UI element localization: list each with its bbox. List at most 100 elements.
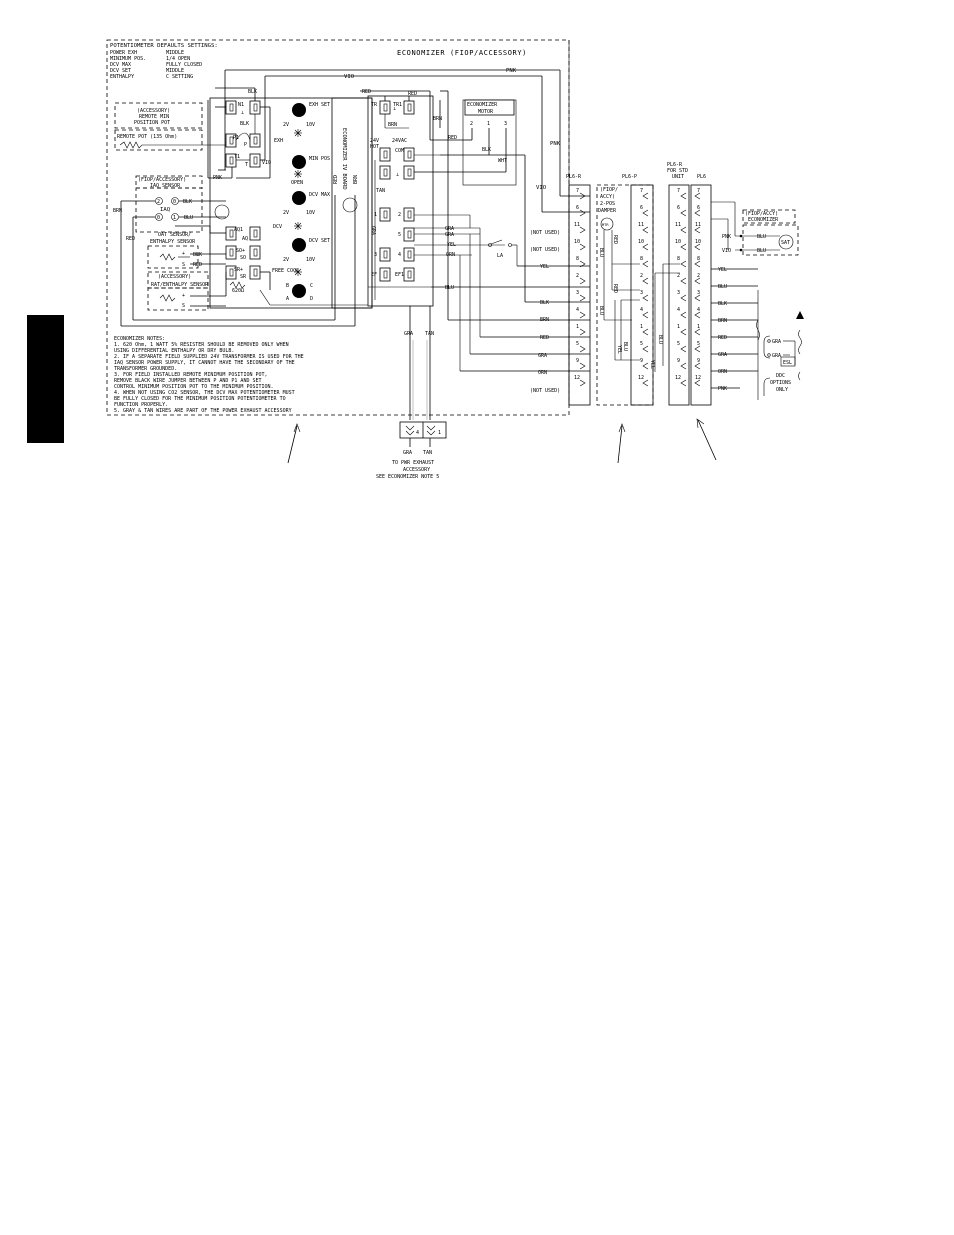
remote-pot-line: (ACCESSORY) bbox=[137, 108, 170, 114]
free-cool-pot[interactable] bbox=[292, 284, 306, 298]
note-line: IAQ SENSOR POWER SUPPLY, IT CANNOT HAVE … bbox=[114, 360, 295, 366]
wire-label-red: RED bbox=[540, 335, 549, 341]
iaq-line: (FIOP/ACCESSORY) bbox=[138, 177, 186, 183]
damper-line: DAMPER bbox=[598, 208, 617, 214]
exh-set-pot[interactable] bbox=[292, 103, 306, 117]
block-label: TR bbox=[371, 102, 378, 108]
pot-corner: C bbox=[310, 283, 313, 289]
std-unit-plug-box bbox=[668, 184, 690, 406]
wire-label-red: RED bbox=[193, 262, 202, 268]
wire-label-red: RED bbox=[408, 91, 417, 97]
motor-pin: 1 bbox=[487, 121, 490, 127]
pin-number: 2 bbox=[640, 273, 643, 279]
damper-wire: RED bbox=[612, 235, 618, 244]
pin-number: 8 bbox=[640, 256, 643, 262]
oat-line: OAT SENSOR/ bbox=[158, 232, 191, 238]
board-label: ECONOMIZER IV BOARD bbox=[341, 128, 347, 190]
default-value: MIDDLE bbox=[166, 68, 184, 74]
pin-number: 10 bbox=[638, 239, 644, 245]
pin-number: 5 bbox=[640, 341, 643, 347]
sat-sensor-label: SAT bbox=[781, 240, 790, 246]
pin-number: 1 bbox=[576, 324, 579, 330]
remote-pot-box bbox=[114, 102, 203, 129]
wire-label-blk: BLK bbox=[183, 199, 192, 205]
pin-number: 12 bbox=[695, 375, 701, 381]
wire-label-vio: VIO bbox=[536, 185, 547, 191]
defaults-heading: POTENTIOMETER DEFAULTS SETTINGS: bbox=[110, 43, 218, 49]
pin-number: 11 bbox=[695, 222, 701, 228]
wire-label-yel: YEL bbox=[447, 242, 456, 248]
terminal-label: P bbox=[244, 142, 247, 148]
pin-number: 2 bbox=[697, 273, 700, 279]
wire-label-red: RED bbox=[333, 175, 339, 184]
wire-label-gra: GRA bbox=[538, 353, 547, 359]
note-line: USING DIFFERENTIAL ENTHALPY OR DRY BULB. bbox=[114, 348, 234, 354]
pin-number: 5 bbox=[677, 341, 680, 347]
default-name: DCV MAX bbox=[110, 62, 131, 68]
sat-sensor bbox=[778, 234, 794, 250]
note-line: TRANSFORMER GROUNDED. bbox=[114, 366, 177, 372]
pl6r-pins: 7 6 11 10 8 2 3 4 1 5 9 12 bbox=[574, 188, 580, 381]
pot-range: 2V bbox=[283, 122, 289, 128]
pin-number: 9 bbox=[640, 358, 643, 364]
terminal-label: AQ1 bbox=[234, 227, 243, 233]
block-terminal: EF1 bbox=[395, 272, 404, 278]
terminal-label: N1 bbox=[238, 102, 244, 108]
pot-range: 2V bbox=[283, 210, 289, 216]
svg-text:S: S bbox=[182, 303, 185, 309]
option-wire: GRA bbox=[772, 339, 781, 345]
right-wire: BLU bbox=[718, 284, 727, 290]
pin-number: 4 bbox=[576, 307, 579, 313]
terminal-label: SO bbox=[240, 255, 246, 261]
wire-label-brn: BRN bbox=[353, 175, 359, 184]
pot-range: 10V bbox=[306, 257, 315, 263]
note-line: 3. FOR FIELD INSTALLED REMOTE MINIMUM PO… bbox=[114, 372, 268, 378]
std-unit-plug: PL6 bbox=[697, 174, 706, 180]
svg-text:2: 2 bbox=[157, 199, 160, 205]
std-wire: BLU bbox=[657, 335, 663, 344]
note-line: REMOVE BLACK WIRE JUMPER BETWEEN P AND P… bbox=[114, 378, 262, 384]
pin-number: 8 bbox=[677, 256, 680, 262]
block-terminal: 2 bbox=[398, 212, 401, 218]
pin-number: 6 bbox=[640, 205, 643, 211]
remote-pot-line: POSITION POT bbox=[134, 120, 170, 126]
section-tab bbox=[27, 315, 64, 443]
damper-motor-label: MTR bbox=[602, 223, 609, 227]
right-wire: BLK bbox=[718, 301, 727, 307]
wire-label-brn: BRN bbox=[113, 208, 122, 214]
damper-block bbox=[596, 184, 654, 406]
svg-text:0: 0 bbox=[173, 199, 176, 205]
ddc-line: DDC bbox=[776, 373, 785, 379]
right-wire: YEL bbox=[718, 267, 727, 273]
pin-number: 1 bbox=[697, 324, 700, 330]
terminal-label: SR bbox=[240, 274, 247, 280]
wire-label-blk: BLK bbox=[248, 89, 257, 95]
dcv-max-pot[interactable] bbox=[292, 191, 306, 205]
wire-label-gra: GRA bbox=[370, 226, 376, 235]
pot-under: OPEN bbox=[291, 180, 303, 186]
dcv-set-pot[interactable] bbox=[292, 238, 306, 252]
iaq-center: IAQ bbox=[160, 207, 171, 213]
std-unit-line: PL6-R bbox=[667, 162, 683, 168]
wire-label-red: RED bbox=[126, 236, 135, 242]
min-pos-pot[interactable] bbox=[292, 155, 306, 169]
ddc-line: OPTIONS bbox=[770, 380, 791, 386]
default-value: 1/4 OPEN bbox=[166, 56, 190, 62]
damper-wire: BLU bbox=[598, 306, 604, 315]
exhaust-wire: GRA bbox=[403, 450, 412, 456]
pin-number: 3 bbox=[697, 290, 700, 296]
damper-motor bbox=[600, 217, 614, 231]
pin-number: 9 bbox=[677, 358, 680, 364]
pin-number: 7 bbox=[697, 188, 700, 194]
svg-text:⊥: ⊥ bbox=[393, 106, 396, 112]
pin-number: 5 bbox=[576, 341, 579, 347]
default-value: MIDDLE bbox=[166, 50, 184, 56]
pot-range: 10V bbox=[306, 122, 315, 128]
terminal-label: T1 bbox=[234, 154, 240, 160]
pin-number: 5 bbox=[697, 341, 700, 347]
sat-wire: VIO bbox=[722, 248, 731, 254]
sat-box bbox=[742, 224, 799, 256]
pin-number: 6 bbox=[677, 205, 680, 211]
block-label: 24V bbox=[370, 138, 379, 144]
